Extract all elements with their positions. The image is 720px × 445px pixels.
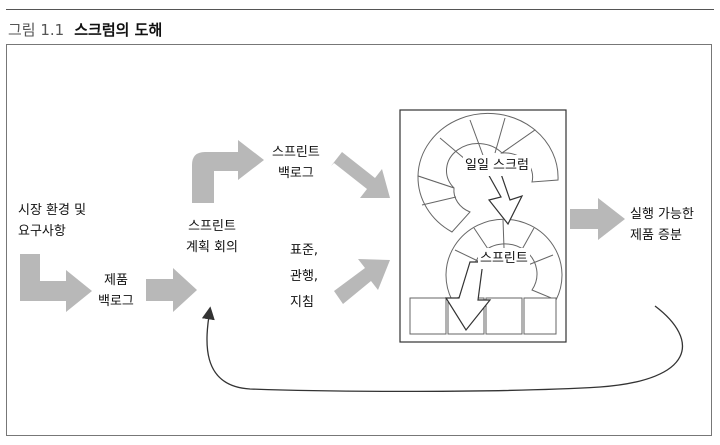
sprint-backlog-line-1: 스프린트 [272, 145, 320, 160]
market-needs-line-2: 요구사항 [18, 224, 66, 239]
feedback-loop-arrow [201, 305, 683, 393]
sprint-to-increment-arrow [570, 198, 625, 240]
sprint-backlog-to-sprint-arrow [331, 152, 390, 198]
sprint-planning-line-2: 계획 회의 [186, 240, 238, 255]
standards-line-3: 지침 [290, 295, 314, 310]
standards-to-sprint-arrow [334, 259, 390, 304]
top-rule [6, 9, 714, 10]
planning-to-sprint-backlog-arrow [192, 140, 264, 203]
daily-scrum-label: 일일 스크럼 [463, 155, 531, 176]
sprint-backlog-label: 스프린트 백로그 [272, 142, 320, 184]
increment-line-2: 제품 증분 [630, 228, 682, 243]
market-needs-label: 시장 환경 및 요구사항 [18, 200, 86, 242]
product-backlog-label: 제품 백로그 [98, 270, 134, 312]
increment-label: 실행 가능한 제품 증분 [630, 204, 694, 246]
sprint-backlog-line-2: 백로그 [277, 166, 314, 181]
market-needs-line-1: 시장 환경 및 [18, 203, 87, 218]
backlog-to-planning-arrow [146, 268, 197, 312]
figure-title: 스크럼의 도해 [74, 21, 163, 39]
sprint-planning-label: 스프린트 계획 회의 [186, 216, 238, 258]
increment-line-1: 실행 가능한 [630, 207, 694, 222]
standards-label: 표준, 관행, 지침 [290, 238, 318, 316]
standards-line-1: 표준, [290, 243, 319, 258]
product-backlog-line-2: 백로그 [98, 294, 134, 309]
figure-caption: 그림 1.1 스크럼의 도해 [8, 19, 162, 40]
figure-number: 그림 1.1 [8, 21, 65, 39]
market-to-backlog-arrow [20, 254, 92, 312]
sprint-label: 스프린트 [478, 248, 530, 269]
sprint-planning-line-1: 스프린트 [188, 219, 236, 234]
diagram-frame [6, 44, 712, 436]
product-backlog-line-1: 제품 [103, 273, 128, 288]
standards-line-2: 관행, [290, 269, 319, 284]
